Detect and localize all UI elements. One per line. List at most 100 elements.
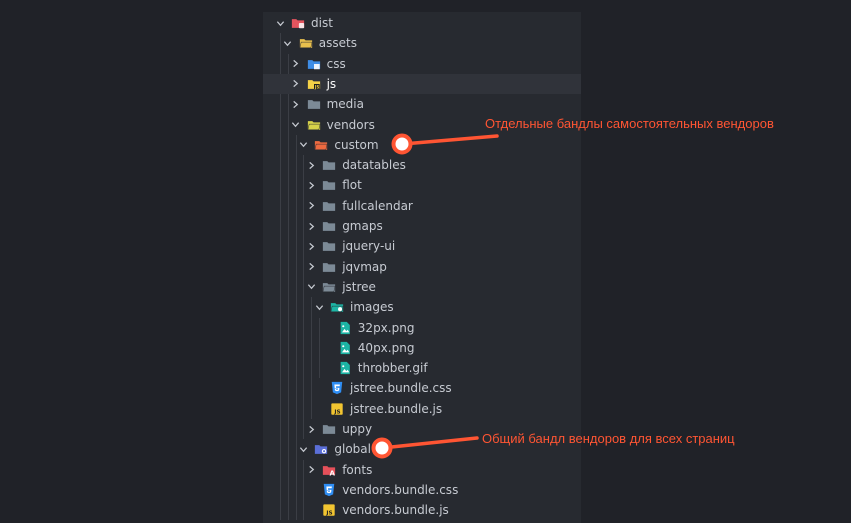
chevron-right-icon[interactable] <box>304 155 318 175</box>
tree-item-label: jstree.bundle.js <box>350 401 443 416</box>
tree-item-css[interactable]: css <box>263 54 581 74</box>
chevron-right-icon[interactable] <box>304 257 318 277</box>
tree-item-datatables[interactable]: datatables <box>263 155 581 175</box>
tree-item-label: vendors.bundle.css <box>342 482 459 497</box>
tree-item-jstree-bundle-js[interactable]: JS jstree.bundle.js <box>263 399 581 419</box>
chevron-right-icon[interactable] <box>304 236 318 256</box>
folder-gray-icon <box>322 199 336 213</box>
tree-item-images[interactable]: images <box>263 297 581 317</box>
tree-item-jquery-ui[interactable]: jquery-ui <box>263 236 581 256</box>
folder-gray-open-icon <box>322 280 336 294</box>
tree-item-label: fonts <box>342 462 373 477</box>
chevron-right-icon[interactable] <box>304 419 318 439</box>
tree-item-label: datatables <box>342 158 406 173</box>
tree-item-label: gmaps <box>342 219 383 233</box>
chevron-down-icon[interactable] <box>281 33 295 53</box>
css-file-icon <box>330 381 344 395</box>
annotation-arrow-custom <box>401 134 499 146</box>
folder-gray-icon <box>322 178 336 192</box>
chevron-down-icon[interactable] <box>304 277 318 297</box>
indent-guide <box>311 297 313 419</box>
tree-item-32px-png[interactable]: 32px.png <box>263 318 581 338</box>
tree-item-label: uppy <box>342 422 373 436</box>
folder-gray-icon <box>322 219 336 233</box>
chevron-right-icon[interactable] <box>304 460 318 480</box>
folder-gray-icon <box>322 422 336 436</box>
folder-gray-icon <box>322 158 336 172</box>
tree-item-label: images <box>350 300 394 315</box>
tree-item-assets[interactable]: assets <box>263 33 581 53</box>
folder-fonts-icon: A <box>322 463 336 477</box>
tree-item-label: jstree <box>342 279 376 294</box>
tree-item-uppy[interactable]: uppy <box>263 419 581 439</box>
chevron-down-icon[interactable] <box>296 135 310 155</box>
js-file-icon: JS <box>322 503 336 517</box>
tree-item-label: assets <box>318 36 357 51</box>
folder-global-icon <box>314 442 328 456</box>
tree-item-jstree[interactable]: jstree <box>263 277 581 297</box>
tree-item-label: 40px.png <box>357 340 415 355</box>
tree-item-fullcalendar[interactable]: fullcalendar <box>263 196 581 216</box>
indent-guide <box>303 459 305 521</box>
file-explorer-panel <box>263 12 581 523</box>
css-file-icon <box>322 483 336 497</box>
folder-red-icon <box>291 16 305 30</box>
tree-item-jstree-bundle-css[interactable]: jstree.bundle.css <box>263 378 581 398</box>
svg-text:JS: JS <box>313 84 318 89</box>
image-file-icon <box>338 361 352 375</box>
annotation-text-custom: Отдельные бандлы самостоятельных вендоро… <box>485 116 774 131</box>
tree-item-custom[interactable]: custom <box>263 135 581 155</box>
tree-item-vendors-bundle-css[interactable]: vendors.bundle.css <box>263 480 581 500</box>
tree-item-label: flot <box>342 178 362 193</box>
chevron-down-icon[interactable] <box>289 115 303 135</box>
chevron-down-icon[interactable] <box>312 297 326 317</box>
indent-guide <box>295 134 297 521</box>
tree-item-label: jqvmap <box>342 259 387 274</box>
tree-item-label: jstree.bundle.css <box>350 381 452 396</box>
tree-item-vendors[interactable]: vendors <box>263 115 581 135</box>
folder-yellow-open-icon <box>307 118 321 132</box>
chevron-right-icon[interactable] <box>289 54 303 74</box>
tree-item-label: vendors <box>326 117 375 132</box>
tree-item-label: throbber.gif <box>357 361 428 376</box>
tree-item-js[interactable]: JS js <box>263 73 581 94</box>
folder-gray-icon <box>322 239 336 253</box>
chevron-right-icon[interactable] <box>304 196 318 216</box>
chevron-down-icon[interactable] <box>273 13 287 33</box>
folder-yellow-open-icon <box>299 36 313 50</box>
folder-blue-icon <box>307 57 321 71</box>
annotation-marker-global <box>371 437 393 459</box>
chevron-right-icon[interactable] <box>289 74 303 94</box>
tree-item-label: global <box>334 442 371 457</box>
js-file-icon: JS <box>330 402 344 416</box>
tree-item-label: js <box>326 76 337 91</box>
tree-item-flot[interactable]: flot <box>263 175 581 195</box>
tree-item-throbber-gif[interactable]: throbber.gif <box>263 358 581 378</box>
folder-images-icon <box>330 300 344 314</box>
annotation-marker-custom <box>391 133 413 155</box>
tree-item-label: dist <box>311 16 333 30</box>
svg-text:JS: JS <box>326 511 333 517</box>
folder-red-open-icon <box>314 138 328 152</box>
indent-guide <box>319 317 320 379</box>
tree-item-40px-png[interactable]: 40px.png <box>263 338 581 358</box>
chevron-right-icon[interactable] <box>304 216 318 236</box>
tree-item-gmaps[interactable]: gmaps <box>263 216 581 236</box>
folder-gray-icon <box>322 260 336 274</box>
svg-text:JS: JS <box>333 409 340 415</box>
tree-item-global[interactable]: global <box>263 439 581 459</box>
image-file-icon <box>338 321 352 335</box>
tree-item-jqvmap[interactable]: jqvmap <box>263 257 581 277</box>
image-file-icon <box>338 341 352 355</box>
tree-item-media[interactable]: media <box>263 94 581 114</box>
chevron-right-icon[interactable] <box>289 94 303 114</box>
chevron-down-icon[interactable] <box>296 439 310 459</box>
indent-guide <box>287 53 289 521</box>
tree-item-dist[interactable]: dist <box>263 13 581 33</box>
tree-item-label: 32px.png <box>357 320 415 335</box>
chevron-right-icon[interactable] <box>304 175 318 195</box>
tree-item-label: custom <box>334 137 379 152</box>
